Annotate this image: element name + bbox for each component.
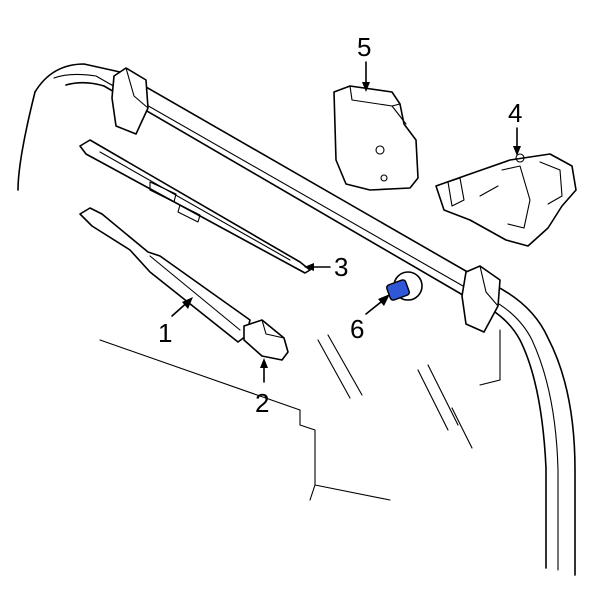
callout-4: 4 [508, 98, 522, 128]
grommet-highlight [386, 279, 410, 301]
arm-cap [243, 319, 289, 361]
callout-6: 6 [350, 314, 364, 344]
liftgate-panel [17, 63, 576, 576]
grommet [386, 271, 423, 301]
hinge-tab-left [111, 67, 149, 135]
callout-1: 1 [158, 318, 172, 348]
motor-cover [333, 85, 419, 191]
callout-5: 5 [357, 32, 371, 62]
wiper-motor [435, 153, 577, 247]
callout-2: 2 [255, 388, 269, 418]
hinge-tab-right [461, 265, 501, 333]
wiper-blade [79, 139, 311, 274]
callout-3: 3 [334, 252, 348, 282]
leader-lines [171, 61, 521, 383]
